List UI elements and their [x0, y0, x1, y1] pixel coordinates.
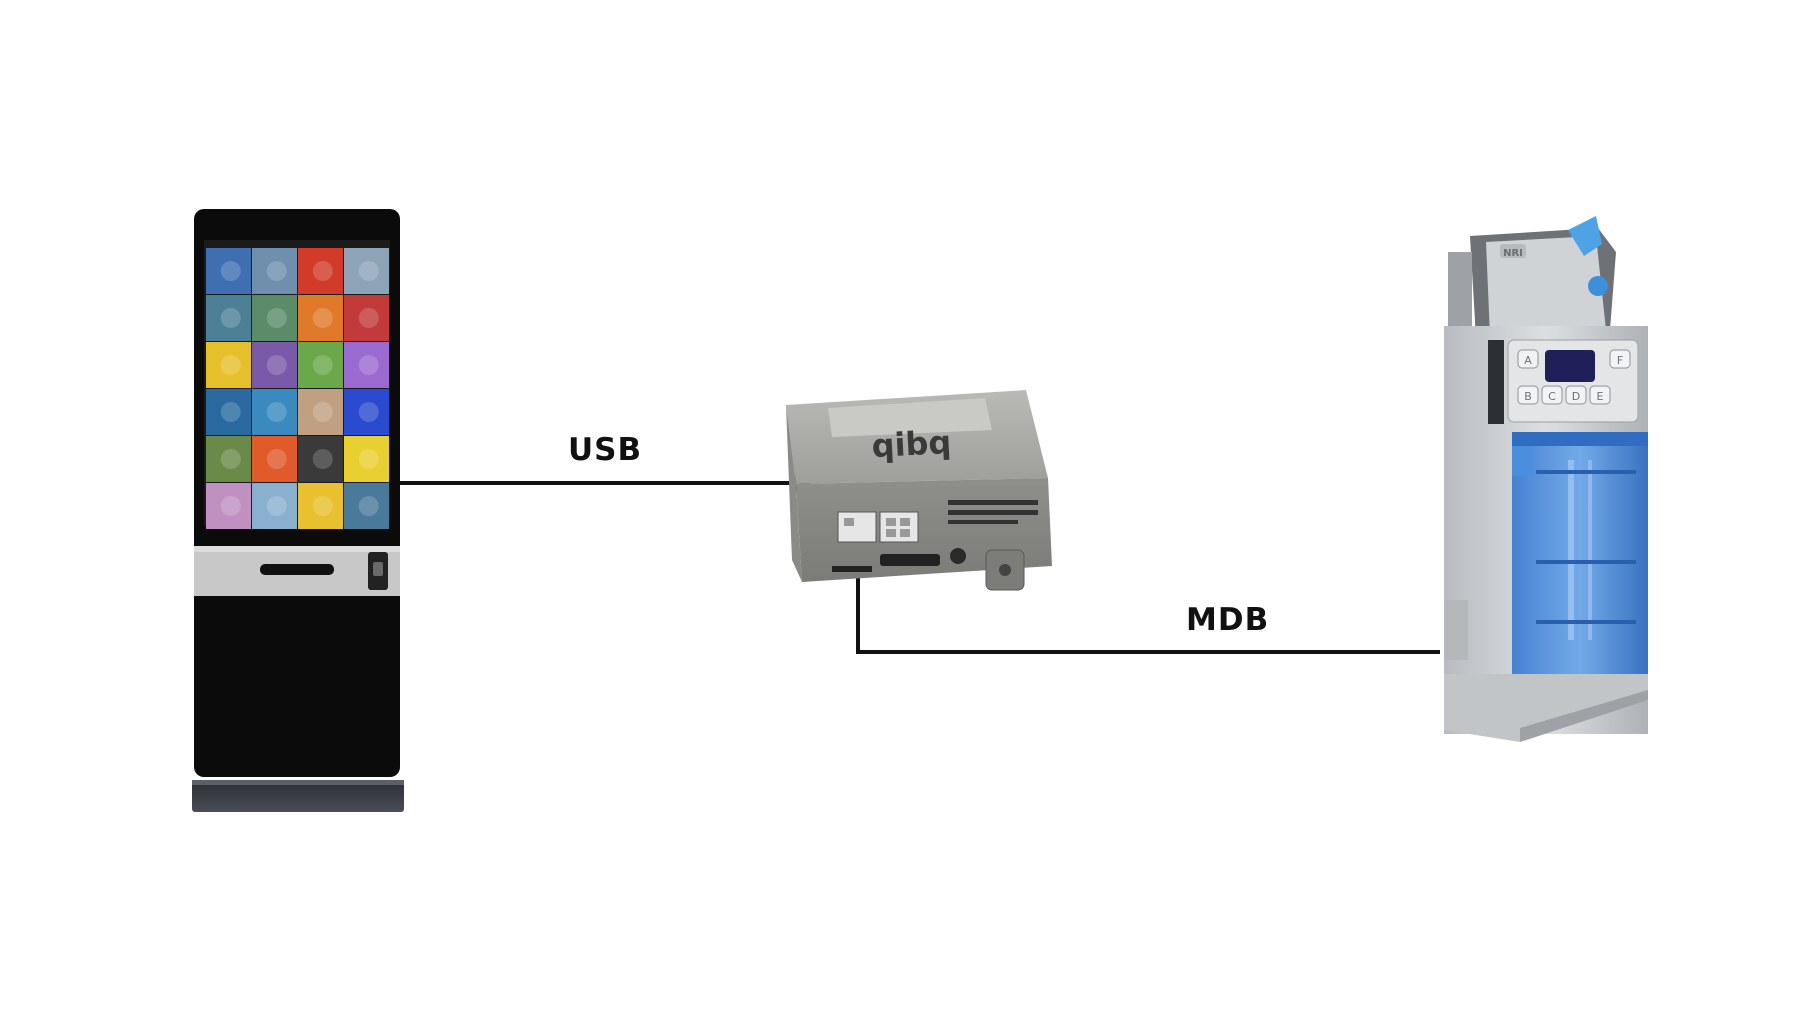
photo-tile	[344, 389, 389, 435]
coin-mech-key-label: C	[1548, 390, 1556, 403]
photo-tile-highlight	[220, 261, 241, 281]
usb-cable	[400, 473, 811, 493]
photo-tile	[344, 342, 389, 388]
controller-box: qibq	[786, 390, 1052, 591]
coin-mech-key	[1517, 349, 1539, 369]
photo-tile-highlight	[358, 261, 379, 281]
photo-tile-highlight	[220, 496, 241, 516]
coin-mech-key	[1541, 385, 1563, 405]
photo-tile	[298, 436, 343, 482]
photo-tile-highlight	[312, 308, 333, 328]
photo-tile-highlight	[266, 402, 287, 422]
coin-mech-key-label: A	[1524, 354, 1532, 367]
photo-tile-highlight	[358, 355, 379, 375]
photo-tile	[298, 483, 343, 529]
coin-mech-key-label: E	[1597, 390, 1604, 403]
coin-mech-key-label: B	[1524, 390, 1532, 403]
photo-tile-highlight	[312, 402, 333, 422]
photo-tile-highlight	[312, 496, 333, 516]
photo-tile-highlight	[266, 308, 287, 328]
coin-mech-key	[1517, 385, 1539, 405]
mdb-label: MDB	[1186, 602, 1270, 638]
coin-mech-key-label: F	[1617, 354, 1623, 367]
photo-tile	[344, 295, 389, 341]
photo-tile	[206, 389, 251, 435]
photo-tile-highlight	[358, 496, 379, 516]
photo-tile-highlight	[266, 355, 287, 375]
photo-grid-screen	[206, 248, 389, 529]
photo-tile	[252, 436, 297, 482]
photo-tile-highlight	[358, 308, 379, 328]
coin-mech-keypad: A F B C D E	[1517, 349, 1631, 405]
photo-tile	[344, 483, 389, 529]
photo-tile-highlight	[266, 261, 287, 281]
photo-tile	[206, 248, 251, 294]
photo-tile	[344, 248, 389, 294]
photo-tile	[298, 389, 343, 435]
photo-tile-highlight	[358, 449, 379, 469]
photo-tile	[298, 342, 343, 388]
nri-badge: NRI	[1503, 248, 1523, 259]
photo-tile	[252, 248, 297, 294]
controller-logo: qibq	[871, 423, 953, 465]
photo-tile	[252, 389, 297, 435]
coin-mech-key-label: D	[1572, 390, 1580, 403]
photo-tile	[252, 483, 297, 529]
photo-tile	[298, 248, 343, 294]
photo-tile-highlight	[220, 355, 241, 375]
usb-label: USB	[568, 432, 643, 468]
photo-tile	[206, 295, 251, 341]
photo-tile-highlight	[312, 261, 333, 281]
photo-tile	[206, 483, 251, 529]
photo-tile	[252, 342, 297, 388]
coin-changer-mechanism: NRI A F B C D E	[1444, 216, 1648, 742]
photo-tile-highlight	[358, 402, 379, 422]
touchscreen-kiosk	[192, 209, 404, 812]
photo-tile	[298, 295, 343, 341]
photo-tile-highlight	[266, 496, 287, 516]
photo-tile-highlight	[312, 355, 333, 375]
photo-tile	[206, 342, 251, 388]
coin-mech-key	[1565, 385, 1587, 405]
coin-mech-key	[1609, 349, 1631, 369]
coin-mech-key	[1589, 385, 1611, 405]
photo-tile	[252, 295, 297, 341]
photo-tile-highlight	[220, 308, 241, 328]
photo-tile-highlight	[266, 449, 287, 469]
photo-tile-highlight	[312, 449, 333, 469]
photo-tile	[344, 436, 389, 482]
photo-tile	[206, 436, 251, 482]
photo-tile-highlight	[220, 402, 241, 422]
photo-tile-highlight	[220, 449, 241, 469]
